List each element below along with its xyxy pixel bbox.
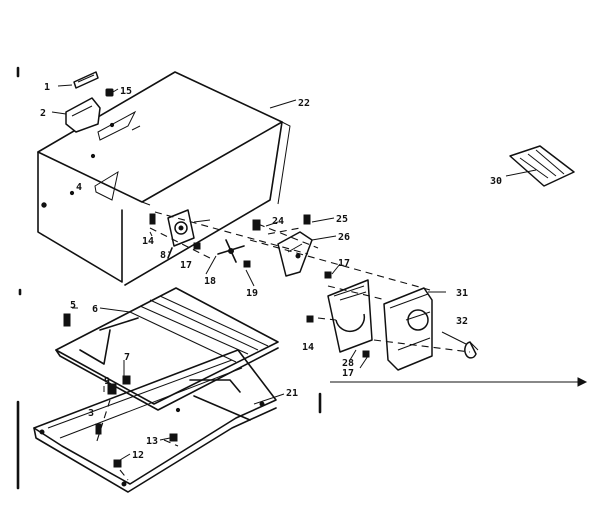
label-14a: 14 [142, 236, 154, 247]
part-1-tag [57, 71, 99, 89]
label-3: 3 [88, 408, 94, 419]
part-12-screw [113, 459, 122, 468]
part-19-nut [243, 260, 251, 268]
part-30-louver [509, 145, 575, 187]
label-18: 18 [204, 276, 216, 287]
part-31-housing [383, 287, 433, 371]
label-19: 19 [246, 288, 258, 299]
part-9-screw [107, 383, 117, 395]
label-14b: 14 [302, 342, 314, 353]
label-1: 1 [44, 82, 50, 93]
part-17-screw-c [362, 350, 370, 358]
label-9: 9 [104, 376, 110, 387]
assembly-lines [95, 211, 471, 481]
label-15: 15 [120, 86, 132, 97]
label-21: 21 [286, 388, 298, 399]
part-24-screw [252, 219, 261, 231]
label-8: 8 [160, 250, 166, 261]
label-4: 4 [76, 182, 82, 193]
part-5-screw [63, 313, 71, 327]
label-30: 30 [490, 176, 502, 187]
part-14-screw-a [149, 213, 156, 225]
part-25-screw [303, 214, 311, 225]
label-13: 13 [146, 436, 158, 447]
part-17-screw-a [193, 242, 201, 250]
part-28-scroll-housing [327, 279, 373, 353]
part-32-knob [464, 341, 479, 359]
label-6: 6 [92, 304, 98, 315]
label-5: 5 [70, 300, 76, 311]
label-25: 25 [336, 214, 348, 225]
label-2: 2 [40, 108, 46, 119]
base-pan [33, 349, 277, 493]
part-8-clip [167, 247, 173, 259]
label-17c: 17 [342, 368, 354, 379]
cabinet-wrapper [37, 71, 291, 286]
label-24: 24 [272, 216, 284, 227]
label-12: 12 [132, 450, 144, 461]
part-17-screw-b [324, 271, 332, 279]
label-32: 32 [456, 316, 468, 327]
fan-motor [167, 209, 211, 247]
leader-lines [72, 99, 537, 461]
part-14-screw-b [306, 315, 314, 323]
label-26: 26 [338, 232, 350, 243]
part-6-coil [55, 287, 279, 411]
part-7-screw [122, 375, 131, 385]
margin-marks [16, 66, 588, 490]
label-28: 28 [342, 358, 354, 369]
label-31: 31 [456, 288, 468, 299]
label-17b: 17 [338, 258, 350, 269]
label-22: 22 [298, 98, 310, 109]
part-13-screw [169, 433, 178, 442]
part-18-fan-blade [217, 239, 245, 263]
label-7: 7 [124, 352, 130, 363]
callout-labels: 1 2 15 22 3 4 14 8 17 18 19 24 25 26 17 … [40, 82, 502, 461]
part-2-latch [51, 97, 101, 133]
label-17a: 17 [180, 260, 192, 271]
part-15-screw [105, 88, 119, 97]
